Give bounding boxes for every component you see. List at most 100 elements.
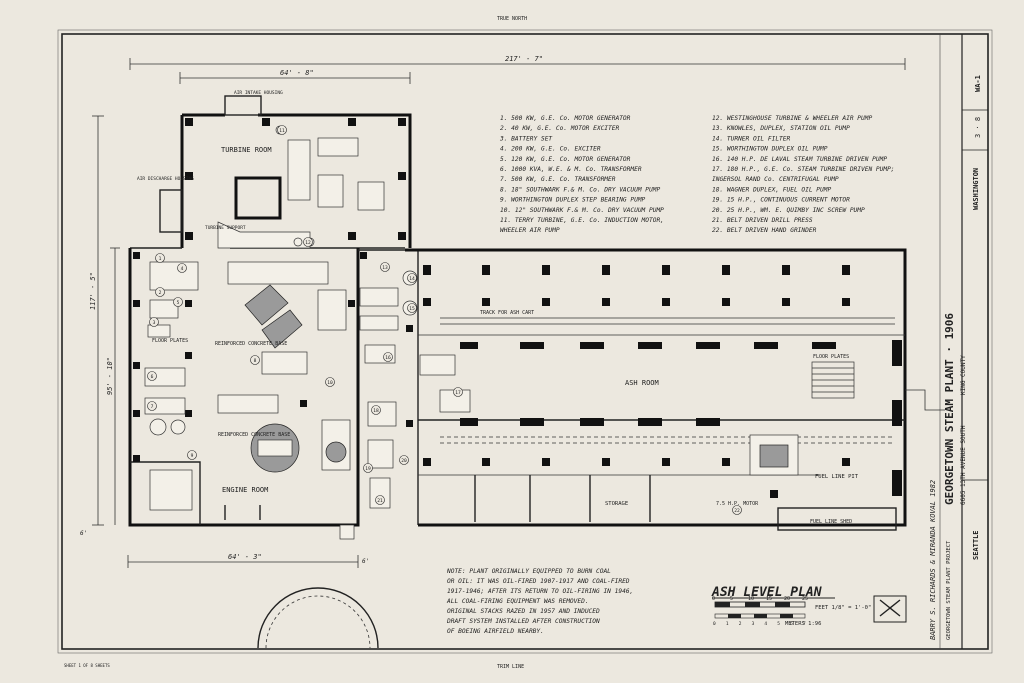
equipment-marker-circle	[155, 253, 165, 263]
dim-right-offset: 6'	[362, 558, 369, 565]
scale-meter-tick: 5	[777, 621, 780, 627]
legend-left-item: 2. 40 KW, G.E. Co. MOTOR EXCITER	[500, 125, 619, 132]
scale-meter-tick: 0	[713, 621, 716, 627]
label-reinforced-base-2: REINFORCED CONCRETE BASE	[218, 432, 290, 438]
legend-right-item: 22. BELT DRIVEN HAND GRINDER	[712, 227, 817, 234]
label-air-intake: AIR INTAKE HOUSING	[234, 90, 283, 96]
state: WASHINGTON	[972, 168, 980, 210]
dim-left-offset: 6'	[80, 530, 87, 537]
label-air-discharge: AIR DISCHARGE HOUSING	[137, 176, 194, 182]
equipment-marker-circle	[371, 405, 381, 415]
equipment-marker-circle	[375, 495, 385, 505]
equipment-marker-number: 15	[409, 306, 415, 312]
bottom-left-small: SHEET 1 OF 8 SHEETS	[64, 663, 110, 668]
legend-left-item: 9. WORTHINGTON DUPLEX STEP BEARING PUMP	[500, 197, 646, 204]
razed-stack-outline	[257, 587, 379, 649]
equipment-marker-number: 9	[191, 453, 194, 459]
plan-title: ASH LEVEL PLAN	[711, 585, 822, 600]
scale-feet-tick: 10	[748, 596, 754, 602]
legend-left-item: 6. 1000 KVA, W.E. & M. Co. TRANSFORMER	[500, 166, 642, 173]
general-note: NOTE: PLANT ORIGINALLY EQUIPPED TO BURN …	[446, 568, 633, 635]
equipment-marker-circle	[399, 455, 409, 465]
equipment-marker-circle	[732, 505, 742, 515]
dim-overall-depth: 117' - 5"	[89, 272, 97, 310]
label-turbine-room: TURBINE ROOM	[221, 146, 272, 154]
equipment-legend-right: 12. WESTINGHOUSE TURBINE & WHEELER AIR P…	[712, 115, 895, 234]
label-motor: 7.5 H.P. MOTOR	[716, 501, 759, 507]
equipment-marker-circle	[383, 352, 393, 362]
equipment-marker-number: 17	[455, 390, 461, 396]
legend-right-item: 20. 25 H.P., WM. E. QUIMBY INC SCREW PUM…	[712, 207, 865, 214]
note-line: OF BOEING AIRFIELD NEARBY.	[447, 628, 544, 635]
legend-right-item: 19. 15 H.P., CONTINUOUS CURRENT MOTOR	[712, 197, 850, 204]
label-fuel-line-shed: FUEL LINE SHED	[810, 519, 852, 525]
scale-meters-label: METERS 1:96	[785, 621, 821, 627]
bottom-label: TRIM LINE	[497, 664, 524, 670]
legend-right-item: 14. TURNER OIL FILTER	[712, 135, 791, 142]
outer-border	[57, 29, 993, 654]
label-ash-room: ASH ROOM	[625, 379, 659, 387]
air-discharge-housing	[159, 189, 183, 233]
legend-right-item: 21. BELT DRIVEN DRILL PRESS	[712, 217, 813, 224]
note-line: NOTE: PLANT ORIGINALLY EQUIPPED TO BURN …	[446, 568, 611, 575]
survey-number: WA-1	[974, 75, 982, 92]
legend-right-item: 16. 140 H.P. DE LAVAL STEAM TURBINE DRIV…	[712, 156, 887, 163]
plant-address: 6605 13TH AVENUE SOUTH	[960, 425, 967, 505]
label-storage: STORAGE	[605, 501, 628, 507]
legend-right-item: 13. KNOWLES, DUPLEX, STATION OIL PUMP	[712, 125, 850, 132]
delineator: BARRY S. RICHARDS & MIRANDA KOVAL 1982	[929, 480, 937, 640]
scale-feet-tick: 20	[784, 596, 790, 602]
label-turbine-support: TURBINE SUPPORT	[205, 225, 246, 231]
equipment-marker-circle	[363, 463, 373, 473]
north-arrow-icon	[873, 595, 907, 623]
top-label: TRUE NORTH	[497, 16, 527, 22]
plant-name: GEORGETOWN STEAM PLANT · 1906	[943, 313, 956, 505]
equipment-marker-number: 20	[401, 458, 407, 464]
label-floor-plates-right: FLOOR PLATES	[813, 354, 849, 360]
legend-left-item: 1. 500 KW, G.E. Co. MOTOR GENERATOR	[500, 115, 631, 122]
dimension-lines: 217' - 7" 64' - 8" 117' - 5" 95' - 10" 6…	[80, 55, 906, 568]
dim-engine-width: 64' - 3"	[228, 553, 262, 561]
sheet-number: 3 · 8	[974, 117, 982, 138]
note-line: DRAFT SYSTEM INSTALLED AFTER CONSTRUCTIO…	[446, 618, 600, 625]
scale-feet-tick: 25	[802, 596, 808, 602]
label-track: TRACK FOR ASH CART	[480, 310, 534, 316]
pump-room-equipment	[359, 252, 471, 509]
label-fuel-line-pit: FUEL LINE PIT	[815, 474, 859, 480]
legend-left-item: 5. 120 KW, G.E. Co. MOTOR GENERATOR	[500, 156, 631, 163]
equipment-marker-number: 13	[382, 265, 388, 271]
equipment-marker-circle	[149, 317, 159, 327]
dim-left-depth: 95' - 10"	[106, 357, 114, 395]
equipment-marker-number: 18	[373, 408, 379, 414]
equipment-marker-circle	[147, 371, 157, 381]
legend-left-item: 8. 18" SOUTHWARK F.& M. Co. DRY VACUUM P…	[500, 186, 660, 193]
scale-meter-tick: 1	[726, 621, 729, 627]
equipment-marker-circle	[173, 297, 183, 307]
equipment-marker-number: 12	[305, 240, 311, 246]
equipment-legend-left: 1. 500 KW, G.E. Co. MOTOR GENERATOR 2. 40…	[499, 115, 664, 234]
equipment-marker-circle	[303, 237, 313, 247]
equipment-marker-number: 2	[159, 290, 162, 296]
equipment-marker-circle	[250, 355, 260, 365]
equipment-marker-number: 7	[151, 404, 154, 410]
scale-meter-tick: 6	[790, 621, 793, 627]
note-line: ORIGINAL STACKS RAZED IN 1957 AND INDUCE…	[447, 608, 600, 615]
equipment-marker-number: 14	[409, 276, 415, 282]
equipment-marker-circle	[187, 450, 197, 460]
scale-meter-tick: 3	[752, 621, 755, 627]
legend-right-item: 12. WESTINGHOUSE TURBINE & WHEELER AIR P…	[712, 115, 872, 122]
equipment-marker-number: 1	[159, 256, 162, 262]
equipment-marker-number: 22	[734, 508, 740, 514]
building-walls	[128, 95, 907, 531]
fuel-line-shed	[777, 507, 897, 531]
equipment-marker-number: 19	[365, 466, 371, 472]
scale-feet-label: FEET 1/8" = 1'-0"	[815, 605, 871, 611]
equipment-marker-number: 4	[181, 266, 184, 272]
scale-meter-tick: 2	[739, 621, 742, 627]
scale-bar	[714, 601, 806, 619]
legend-left-item: 10. 12" SOUTHWARK F.& M. Co. DRY VACUUM …	[500, 207, 664, 214]
